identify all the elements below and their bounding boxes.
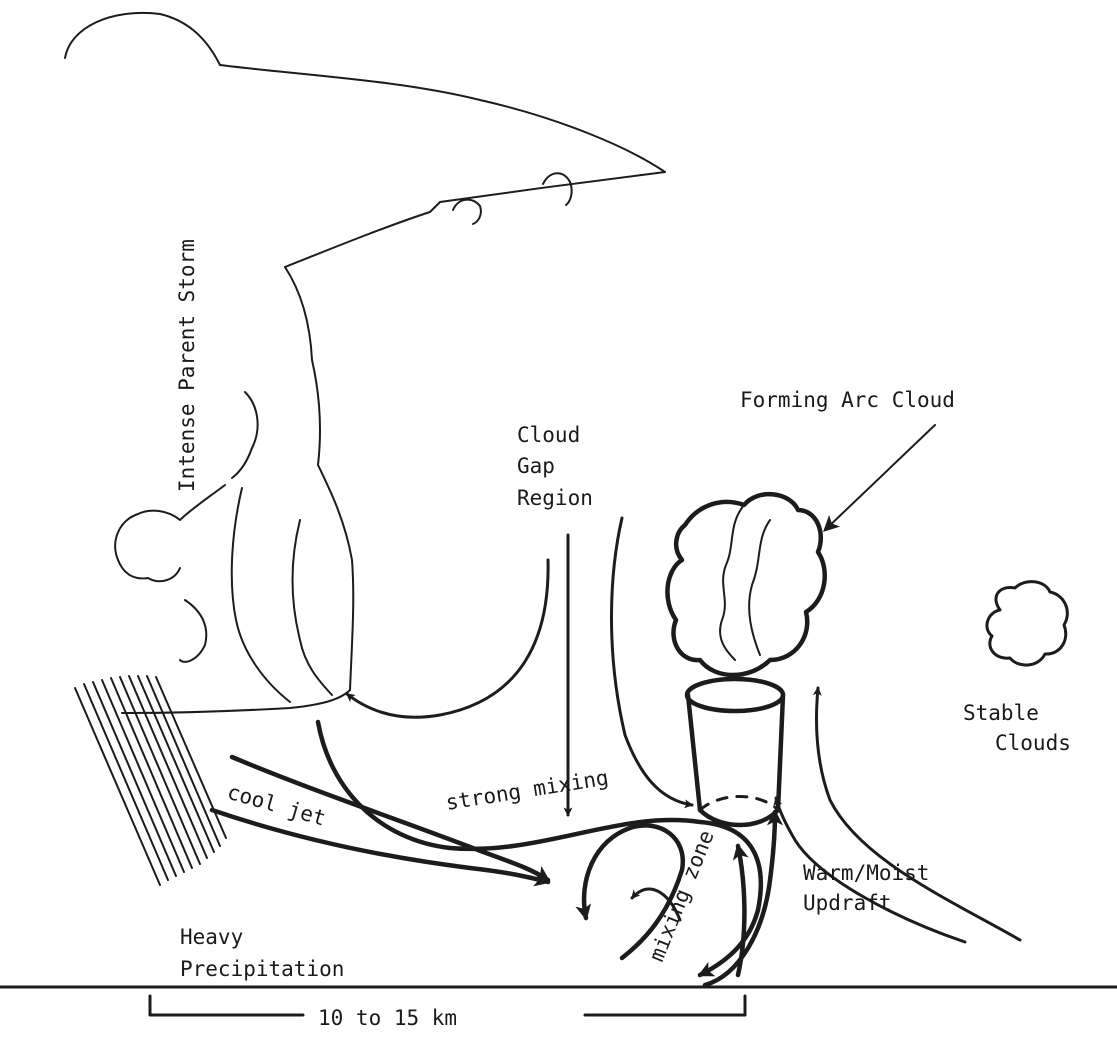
strong-mixing-label: strong mixing (444, 766, 610, 815)
storm-bump-upper (232, 392, 258, 478)
storm-cauliflower-left (115, 514, 180, 581)
precip-line-2: Precipitation (180, 957, 344, 981)
anvil-curl-1 (453, 200, 481, 224)
arc-cloud-inner-fold-2 (749, 520, 770, 655)
arc-cloud-label: Forming Arc Cloud (740, 388, 955, 412)
anvil-curl-2 (543, 173, 572, 205)
updraft-cylinder (687, 679, 783, 825)
downdraft-arrows (347, 518, 692, 815)
stable-line-1: Stable (963, 701, 1039, 725)
arc-cloud-inner-fold (720, 505, 744, 660)
cloud-gap-line-1: Cloud (517, 423, 580, 447)
cylinder-left-side (688, 695, 700, 810)
gap-return-flow (347, 560, 548, 717)
precip-line-1: Heavy (180, 925, 243, 949)
precipitation-streaks (75, 676, 226, 885)
stable-clouds-label: Stable Clouds (963, 701, 1071, 755)
stable-line-2: Clouds (995, 731, 1071, 755)
cylinder-bottom-back (700, 797, 778, 811)
stable-cloud-shape (987, 582, 1067, 665)
arc-cloud-outline (667, 494, 824, 675)
arc-cloud-pointer-arrow (825, 425, 935, 530)
scale-label: 10 to 15 km (318, 1006, 457, 1030)
anvil-top-outline (65, 13, 665, 267)
arc-cloud-shape (667, 494, 824, 675)
storm-bump-lower (180, 600, 206, 662)
cloud-gap-region-label: Cloud Gap Region (517, 423, 593, 510)
scale-bar-right (585, 996, 745, 1015)
updraft-line-2: Updraft (803, 891, 892, 915)
warm-moist-updraft-label: Warm/Moist Updraft (803, 861, 929, 915)
cylinder-top (687, 679, 783, 711)
storm-inner-curve-2 (293, 520, 333, 695)
scale-bar-left (150, 996, 303, 1015)
heavy-precipitation-label: Heavy Precipitation (180, 925, 344, 981)
updraft-line-1: Warm/Moist (803, 861, 929, 885)
cylinder-right-side (778, 695, 783, 810)
cloud-gap-line-2: Gap (517, 454, 555, 478)
cloud-gap-line-3: Region (517, 486, 593, 510)
parent-storm-cloud (65, 13, 665, 713)
parent-storm-label: Intense Parent Storm (175, 239, 199, 492)
storm-inner-curve (232, 488, 290, 702)
anvil-lower-edge (122, 267, 353, 713)
